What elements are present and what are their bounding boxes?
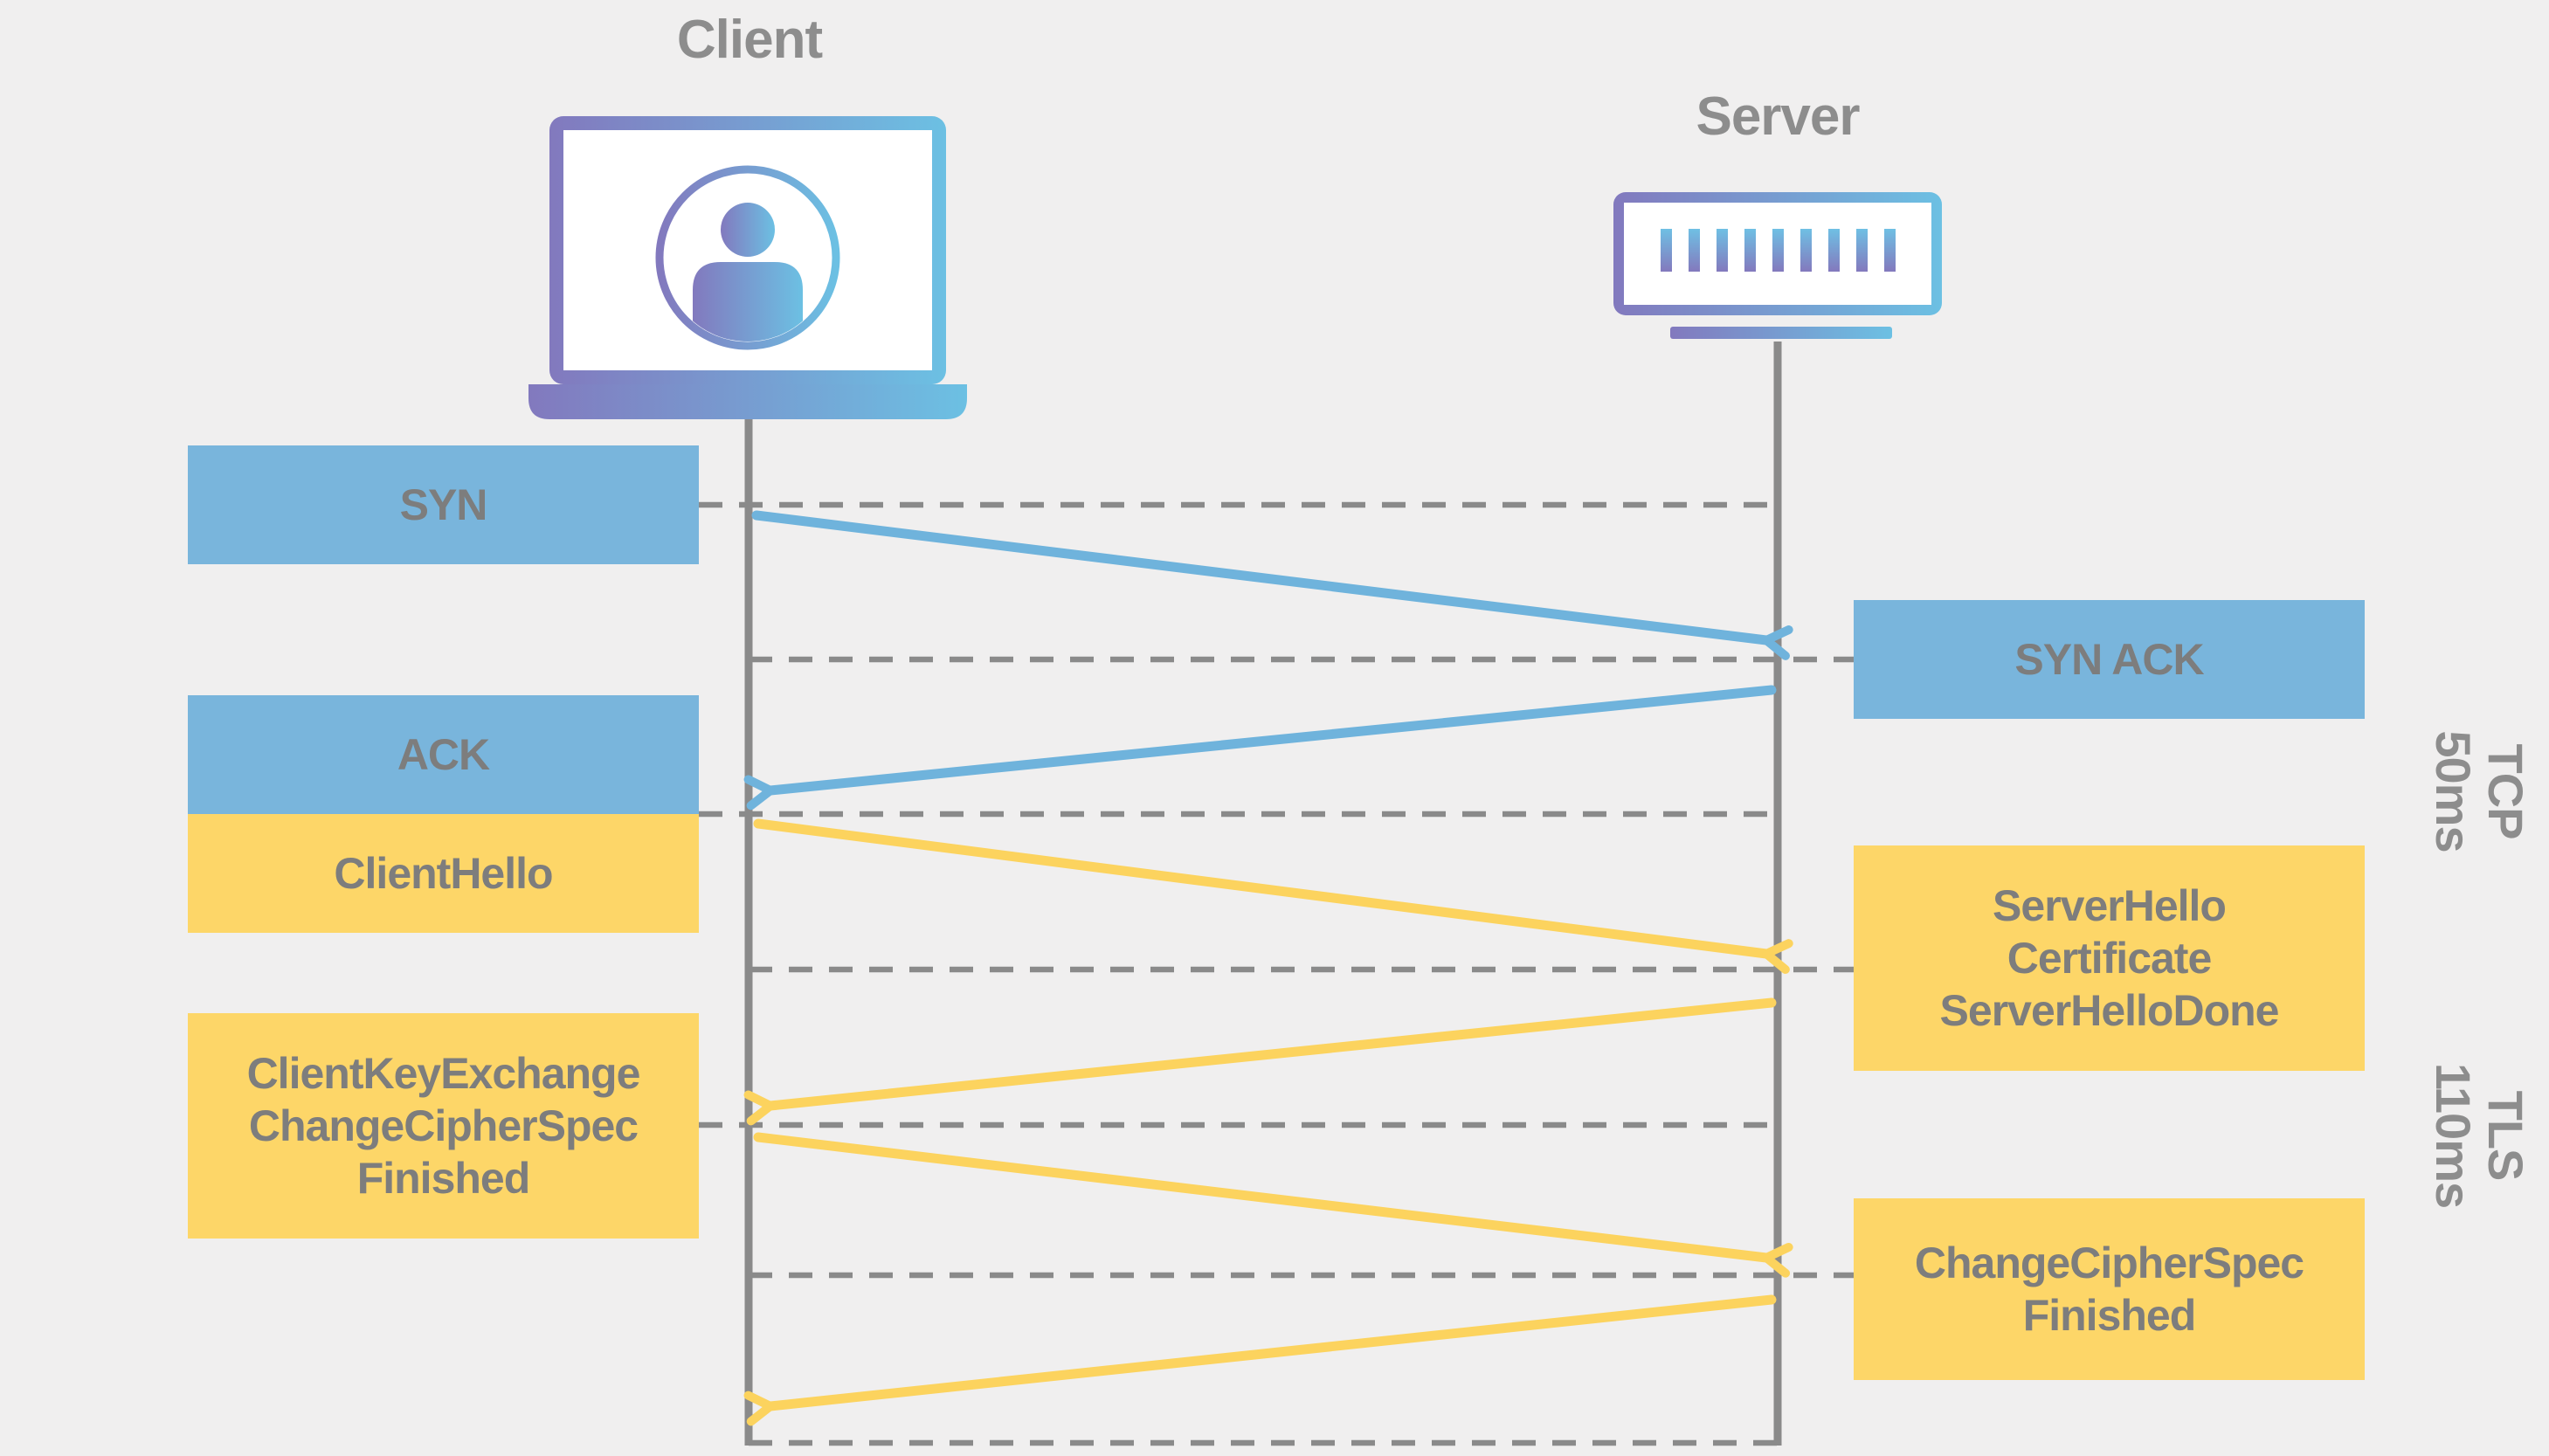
message-box-syn-ack: SYN ACK: [1854, 600, 2365, 719]
message-label: SYN: [399, 480, 488, 529]
avatar-shoulders: [693, 262, 803, 342]
server-base-bar: [1670, 327, 1892, 339]
client-actor-label: Client: [676, 10, 823, 70]
laptop-base: [528, 384, 967, 419]
timing-label-tcp: TCP 50ms: [2422, 704, 2536, 879]
message-line: Finished: [356, 1154, 531, 1203]
message-box-ack: ACK: [188, 695, 699, 814]
message-box-change-cipher-spec: ChangeCipherSpec Finished: [1854, 1198, 2365, 1380]
server-rack-icon: [1613, 192, 1942, 339]
arrow-client-key-exchange: [753, 1132, 1793, 1278]
message-line: ChangeCipherSpec: [248, 1101, 639, 1150]
arrow-change-cipher-spec: [743, 1294, 1777, 1426]
message-line: ChangeCipherSpec: [1914, 1239, 2304, 1287]
message-line: ServerHelloDone: [1939, 986, 2280, 1035]
timeline-dashed-rows: [699, 501, 1854, 1446]
arrow-client-hello: [753, 818, 1793, 974]
timing-label-tls: TLS 110ms: [2422, 1048, 2536, 1223]
timing-duration: 50ms: [2426, 730, 2481, 852]
message-label: ClientHello: [334, 849, 553, 898]
avatar-ring: [655, 165, 840, 350]
timing-protocol: TCP: [2478, 743, 2533, 839]
message-line: ClientKeyExchange: [246, 1049, 641, 1098]
message-label: SYN ACK: [2014, 635, 2204, 684]
arrow-server-hello: [743, 997, 1777, 1126]
message-line: Certificate: [2007, 934, 2213, 983]
timing-protocol: TLS: [2478, 1090, 2533, 1181]
timing-duration: 110ms: [2426, 1062, 2481, 1209]
laptop-user-icon: [528, 116, 967, 419]
message-box-syn: SYN: [188, 445, 699, 564]
message-line: ServerHello: [1993, 881, 2227, 930]
message-line: Finished: [2022, 1291, 2197, 1340]
arrow-syn: [751, 510, 1793, 660]
avatar-head: [721, 203, 775, 257]
server-actor-label: Server: [1696, 86, 1860, 147]
message-box-server-hello: ServerHello Certificate ServerHelloDone: [1854, 845, 2365, 1071]
message-box-client-hello: ClientHello: [188, 814, 699, 933]
arrow-syn-ack: [743, 685, 1777, 811]
message-box-client-key-exchange: ClientKeyExchange ChangeCipherSpec Finis…: [188, 1013, 699, 1239]
message-label: ACK: [397, 730, 490, 779]
server-slot-bars: [1661, 229, 1896, 272]
